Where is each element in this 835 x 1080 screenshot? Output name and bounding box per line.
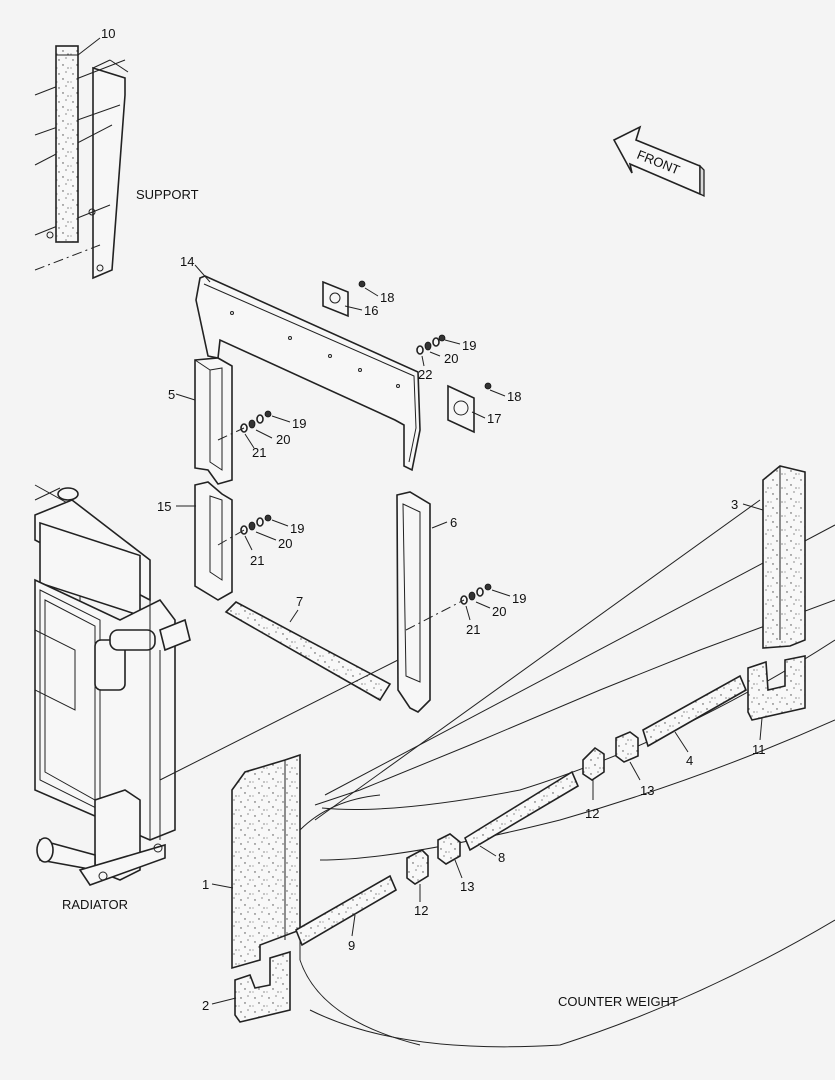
- part-15-pad: [194, 481, 233, 601]
- part-12-block-a: [406, 849, 429, 885]
- bolt-set-5: [217, 410, 291, 449]
- bolt-set-6: [405, 583, 511, 631]
- callout-19a: 19: [462, 338, 476, 353]
- part-6-pad: [396, 491, 431, 713]
- support-assembly: [34, 45, 129, 280]
- part-4-strip: [642, 674, 748, 748]
- radiator-assembly: [34, 484, 399, 886]
- callout-20d: 20: [492, 604, 506, 619]
- part-7-strip: [224, 601, 392, 702]
- callout-20a: 20: [444, 351, 458, 366]
- callout-18b: 18: [507, 389, 521, 404]
- front-arrow: FRONT: [612, 125, 705, 198]
- part-9-strip: [294, 874, 398, 947]
- part-8-strip: [463, 770, 580, 852]
- part-2-pad: [234, 950, 291, 1023]
- callout-21c: 21: [466, 622, 480, 637]
- part-14-seal: [195, 275, 421, 472]
- part-1-pad: [231, 753, 301, 970]
- callout-9: 9: [348, 938, 355, 953]
- callout-18a: 18: [380, 290, 394, 305]
- callout-22: 22: [418, 367, 432, 382]
- callout-17: 17: [487, 411, 501, 426]
- part-16-plate: [322, 280, 349, 318]
- callout-14: 14: [180, 254, 194, 269]
- callout-20c: 20: [278, 536, 292, 551]
- callout-7: 7: [296, 594, 303, 609]
- callout-13a: 13: [640, 783, 654, 798]
- bolt-set-15: [217, 514, 289, 551]
- part-17-plate: [447, 384, 475, 434]
- callout-15: 15: [157, 499, 171, 514]
- callout-20b: 20: [276, 432, 290, 447]
- part-3-pad: [762, 465, 806, 649]
- callout-6: 6: [450, 515, 457, 530]
- callout-16: 16: [364, 303, 378, 318]
- radiator-caption: RADIATOR: [62, 897, 128, 912]
- callout-3: 3: [731, 497, 738, 512]
- callout-21b: 21: [250, 553, 264, 568]
- callout-1: 1: [202, 877, 209, 892]
- callout-19c: 19: [290, 521, 304, 536]
- callout-11: 11: [752, 742, 766, 757]
- part-12-block-b: [582, 746, 605, 781]
- part-10-pad: [55, 45, 79, 243]
- support-caption: SUPPORT: [136, 187, 199, 202]
- part-11-pad: [747, 655, 806, 721]
- callout-13b: 13: [460, 879, 474, 894]
- callout-19b: 19: [292, 416, 306, 431]
- callout-8: 8: [498, 850, 505, 865]
- counter-weight-caption: COUNTER WEIGHT: [558, 994, 678, 1009]
- callout-19d: 19: [512, 591, 526, 606]
- counter-weight-outline: [299, 499, 835, 1048]
- callout-12a: 12: [585, 806, 599, 821]
- callout-12b: 12: [414, 903, 428, 918]
- part-5-pad: [194, 357, 233, 485]
- part-13-block-b: [615, 731, 639, 763]
- callout-2: 2: [202, 998, 209, 1013]
- callout-5: 5: [168, 387, 175, 402]
- callout-10: 10: [101, 26, 115, 41]
- part-13-block-a: [437, 833, 461, 865]
- callout-4: 4: [686, 753, 693, 768]
- bolt-set-upper: [416, 334, 461, 367]
- callout-21a: 21: [252, 445, 266, 460]
